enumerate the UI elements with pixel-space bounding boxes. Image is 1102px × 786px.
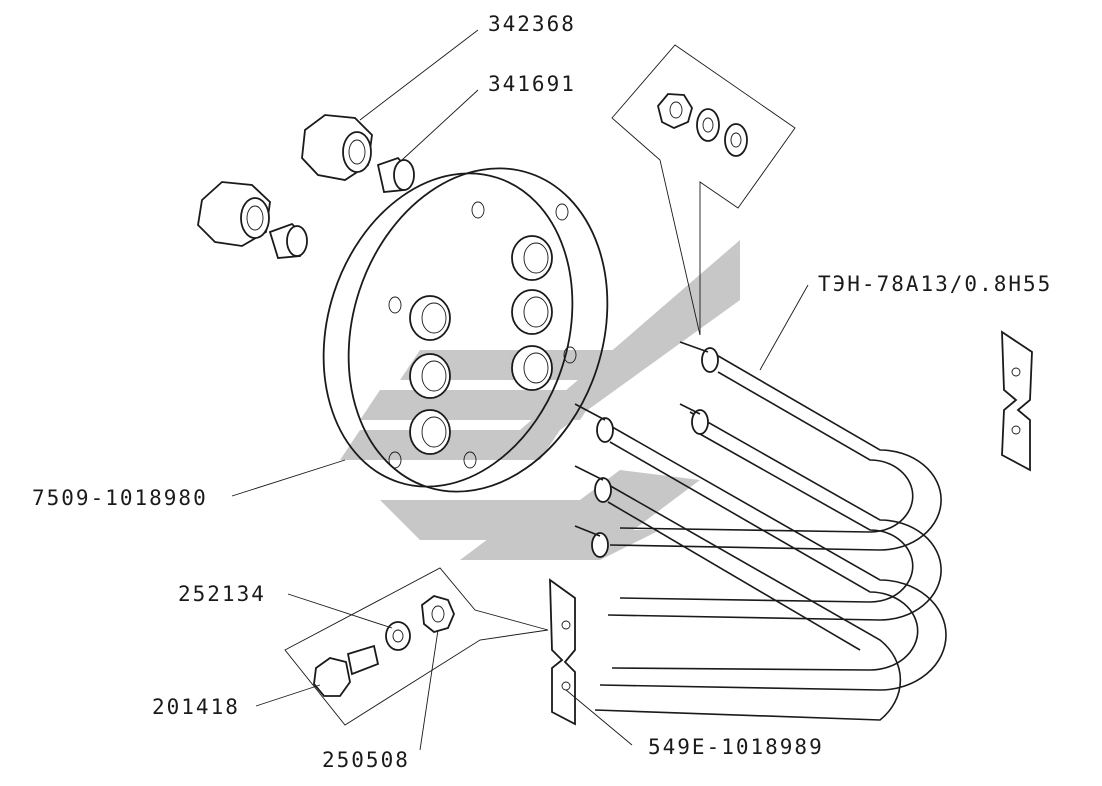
clamp-bracket-549e bbox=[549, 578, 576, 726]
hardware-callout-top bbox=[611, 44, 796, 336]
hex-nut-342368 bbox=[301, 114, 373, 181]
label-252134: 252134 bbox=[178, 582, 266, 606]
label-7509-1018980: 7509-1018980 bbox=[32, 486, 208, 510]
leader-lines bbox=[231, 29, 809, 751]
heater-tubes bbox=[574, 341, 947, 721]
flange-plate bbox=[322, 167, 609, 493]
label-250508: 250508 bbox=[322, 748, 410, 772]
hex-nut-second bbox=[197, 181, 271, 247]
label-heater-element: ТЭН-78А13/0.8Н55 bbox=[818, 272, 1053, 296]
label-201418: 201418 bbox=[152, 695, 240, 719]
hardware-callout-bottom bbox=[284, 567, 549, 726]
label-341691: 341691 bbox=[488, 72, 576, 96]
label-549e-1018989: 549Е-1018989 bbox=[648, 735, 824, 759]
sleeve-second bbox=[268, 222, 308, 259]
label-342368: 342368 bbox=[488, 12, 576, 36]
clamp-bracket-right bbox=[1001, 330, 1033, 472]
sleeve-341691 bbox=[376, 156, 415, 193]
watermark-logo bbox=[340, 240, 740, 560]
